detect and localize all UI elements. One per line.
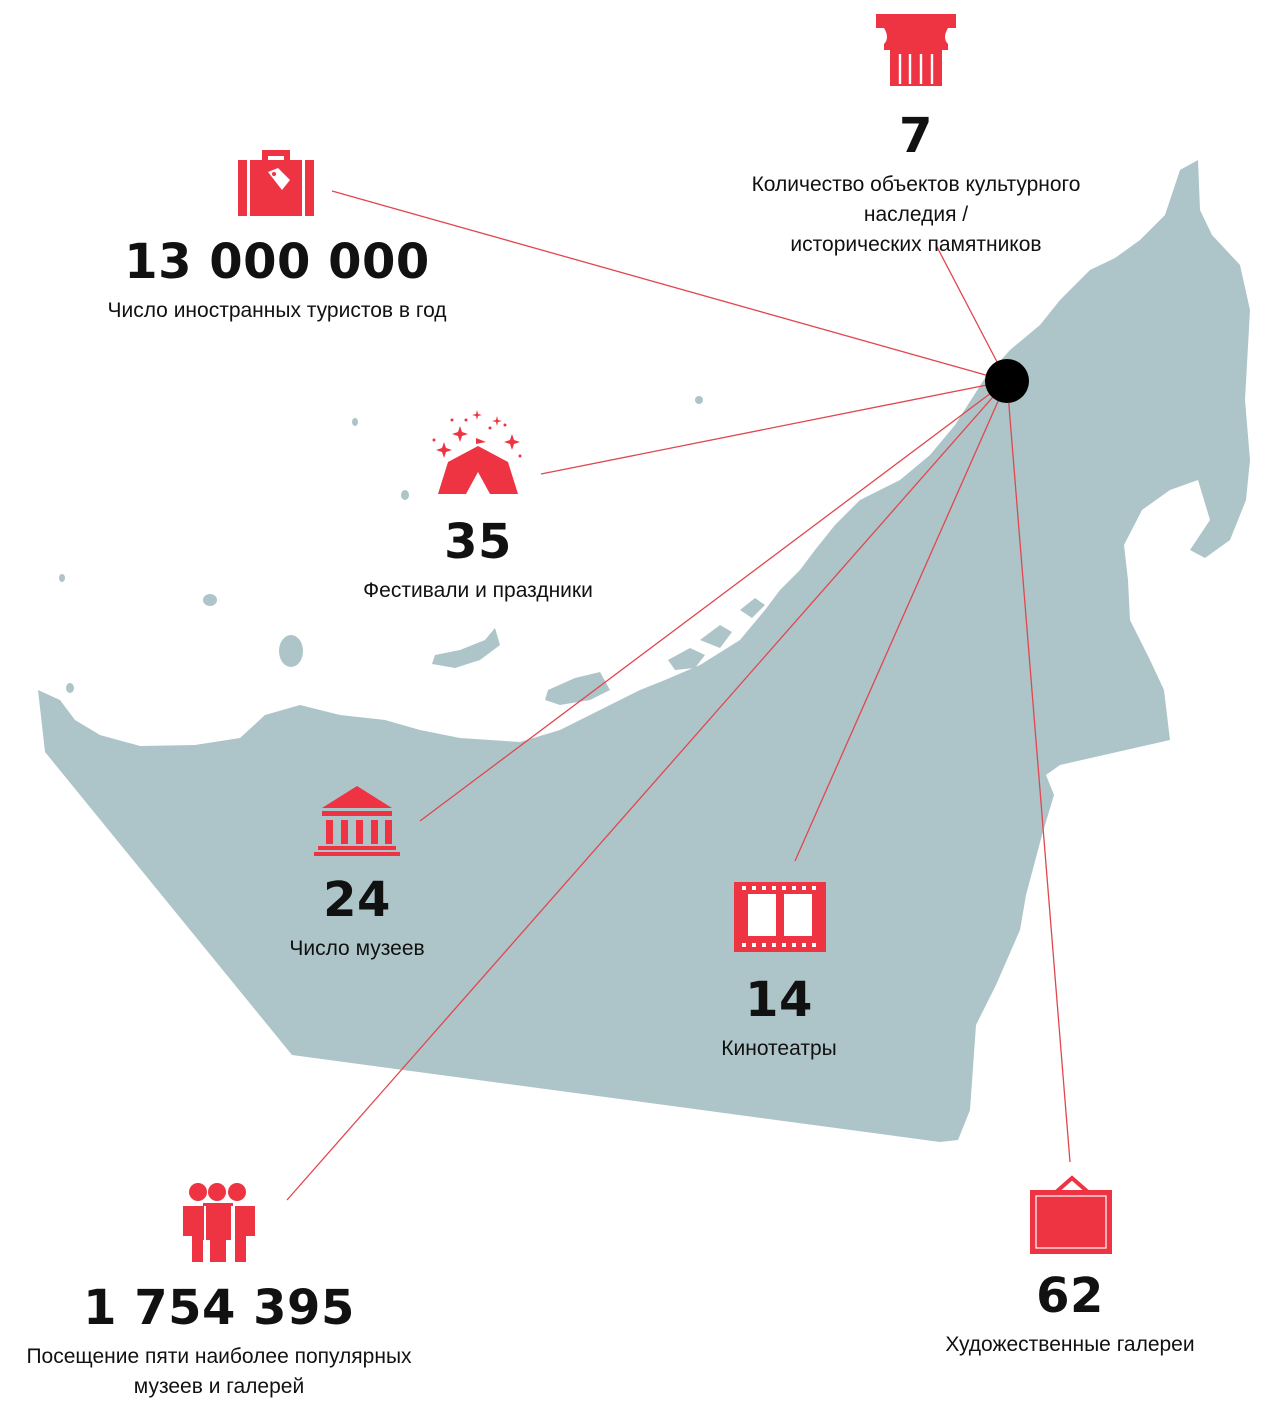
stat-tourists: 13 000 000 Число иностранных туристов в … [107,238,446,326]
museums-label: Число музеев [289,937,425,960]
cinemas-label: Кинотеатры [721,1037,837,1060]
hub-dot [985,359,1029,403]
visitors-number: 1 754 395 [83,1280,355,1336]
island-j [695,396,703,404]
connector-cinemas [794,380,1008,862]
heritage-number: 7 [899,108,933,164]
island-c [668,648,705,670]
island-l [59,574,65,582]
people-icon [183,1183,255,1262]
column-flutes [898,54,934,84]
island-m [1217,376,1227,394]
country-map [38,160,1250,1142]
suitcase-icon [238,150,314,216]
galleries-number: 62 [1036,1268,1104,1324]
connector-visitors [286,380,1008,1201]
heritage-label: Количество объектов культурного наследия… [751,173,1081,256]
connector-museums [419,380,1008,822]
connector-heritage [935,244,1008,382]
festivals-number: 35 [444,514,512,570]
stat-cinemas: 14 Кинотеатры [721,976,836,1064]
connector-galleries [1006,380,1071,1163]
stat-festivals: 35 Фестивали и праздники [363,518,593,606]
visitors-label: Посещение пяти наиболее популярных музее… [26,1345,412,1398]
tent-icon [432,410,522,494]
connector-lines [286,190,1071,1201]
museums-number: 24 [323,872,391,928]
island-e [740,598,765,618]
island-f [279,635,303,667]
island-h [401,490,409,500]
people-separators [204,1206,233,1262]
cinemas-number: 14 [745,972,813,1028]
mainland-shape [38,160,1250,1142]
stat-galleries: 62 Художественные галереи [945,1272,1194,1360]
island-d [700,625,732,648]
galleries-label: Художественные галереи [945,1333,1195,1356]
column-icon [876,14,956,86]
festivals-label: Фестивали и праздники [363,579,593,602]
museum-icon [314,786,400,856]
tourists-number: 13 000 000 [124,234,430,290]
island-g [203,594,217,606]
island-a [432,628,500,668]
island-b [545,672,610,705]
connector-festivals [540,380,1008,475]
connector-tourists [331,190,1008,382]
tourists-label: Число иностранных туристов в год [107,299,447,322]
stat-museums: 24 Число музеев [289,876,424,964]
frame-icon [1030,1175,1112,1254]
island-i [352,418,358,426]
stat-visitors: 1 754 395 Посещение пяти наиболее популя… [26,1284,411,1402]
film-icon [734,882,826,952]
island-k [66,683,74,693]
stat-heritage: 7 Количество объектов культурного наслед… [733,112,1100,260]
